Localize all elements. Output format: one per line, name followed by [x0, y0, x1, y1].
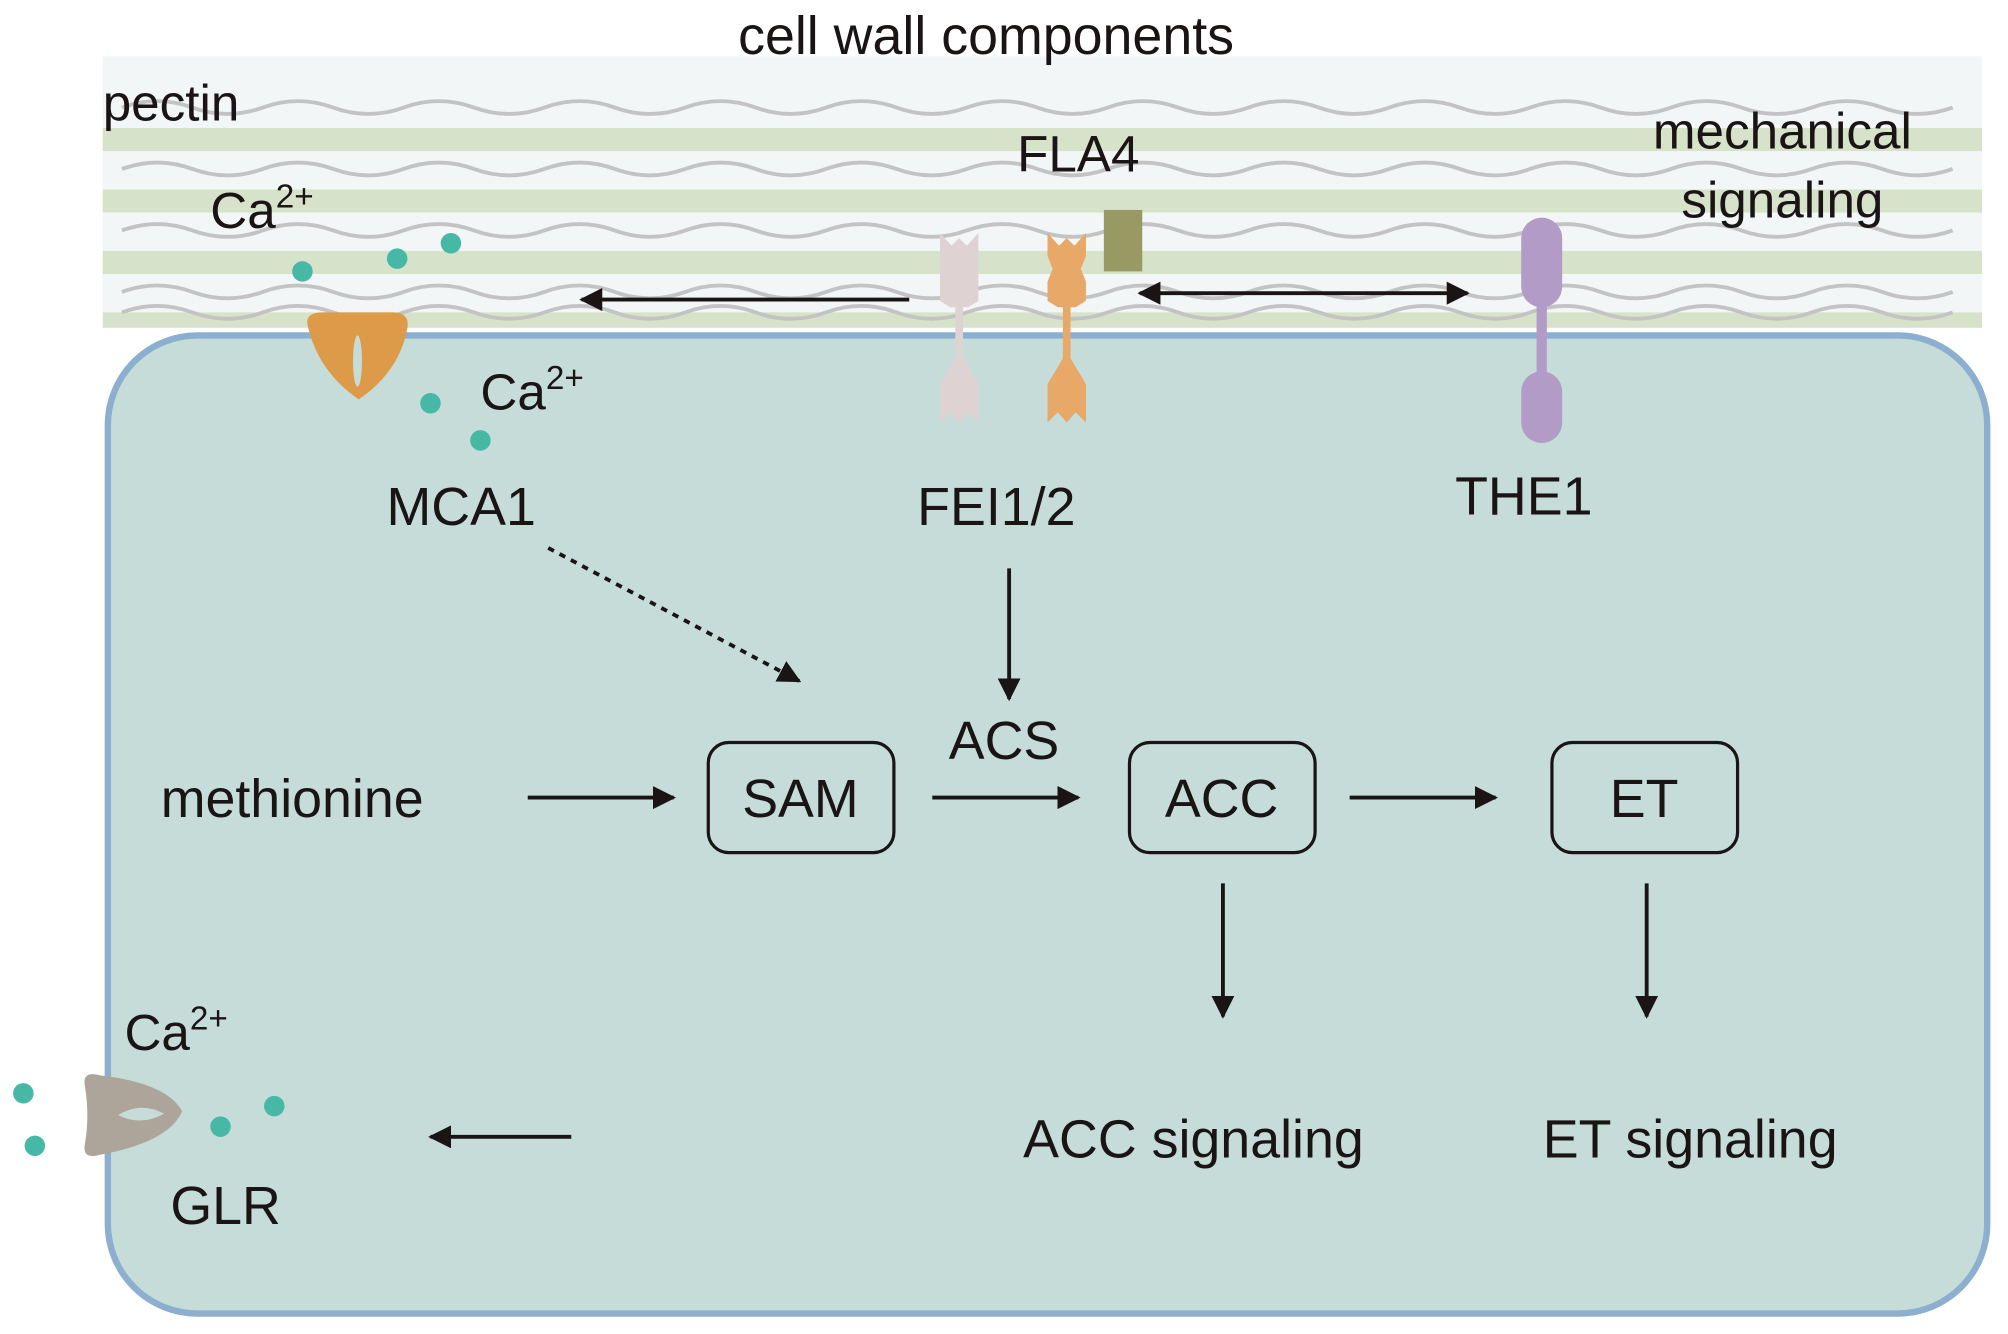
calcium-ion [470, 430, 491, 451]
methionine-label: methionine [161, 769, 424, 829]
fla4-protein-icon [1103, 209, 1143, 272]
calcium-ions [13, 233, 491, 1157]
arrow-mca1-to-sam-dashed [547, 546, 802, 683]
wall-stripe [102, 189, 1983, 213]
calcium-ion [440, 233, 462, 254]
pectin-wave [121, 283, 1954, 301]
svg-text:Ca2+: Ca2+ [124, 1000, 227, 1060]
calcium-ion [420, 393, 441, 414]
the1-label: THE1 [1455, 467, 1592, 527]
fei2-receptor-icon [1047, 233, 1086, 423]
cell-wall-region [102, 56, 1983, 328]
fei1-receptor-icon [939, 233, 979, 423]
mechanical-signaling-label-line1: mechanical [1653, 103, 1912, 160]
glr-channel-icon [84, 1074, 183, 1157]
svg-text:Ca2+: Ca2+ [210, 178, 313, 238]
pectin-waves [121, 99, 1954, 321]
pectin-wave [121, 160, 1954, 178]
calcium-ion [24, 1135, 46, 1157]
cell-body [104, 332, 1991, 1317]
acc-signaling-label: ACC signaling [1023, 1109, 1364, 1169]
calcium-label-wall: Ca2+ [210, 178, 313, 238]
et-signaling-label: ET signaling [1543, 1109, 1838, 1169]
mca1-label: MCA1 [387, 477, 536, 537]
mca1-channel-icon [307, 312, 408, 400]
calcium-ion [13, 1083, 34, 1104]
calcium-label-glr: Ca2+ [124, 1000, 227, 1060]
acc-label: ACC [1165, 769, 1278, 829]
pectin-label: pectin [103, 74, 240, 131]
fei-label: FEI1/2 [917, 477, 1075, 537]
acs-label: ACS [949, 711, 1060, 771]
svg-text:Ca2+: Ca2+ [480, 360, 583, 420]
calcium-ion [386, 248, 408, 269]
fla4-label: FLA4 [1017, 126, 1139, 183]
pectin-wave [121, 99, 1954, 116]
diagram-title: cell wall components [738, 6, 1234, 66]
acc-box [1127, 740, 1317, 855]
calcium-label-cytosol: Ca2+ [480, 360, 583, 420]
pectin-wave [121, 304, 1954, 321]
sam-label: SAM [742, 769, 858, 829]
wall-stripe [102, 128, 1983, 152]
calcium-ion [210, 1116, 231, 1137]
calcium-ion [292, 261, 313, 282]
pectin-wave [121, 222, 1954, 239]
et-box [1550, 740, 1740, 855]
mechanical-signaling-label-line2: signaling [1681, 172, 1883, 229]
wall-stripe [102, 250, 1983, 274]
sam-box [706, 740, 896, 855]
calcium-ion [264, 1095, 285, 1117]
et-label: ET [1610, 769, 1679, 829]
glr-label: GLR [170, 1176, 281, 1236]
the1-receptor-icon [1521, 217, 1563, 443]
